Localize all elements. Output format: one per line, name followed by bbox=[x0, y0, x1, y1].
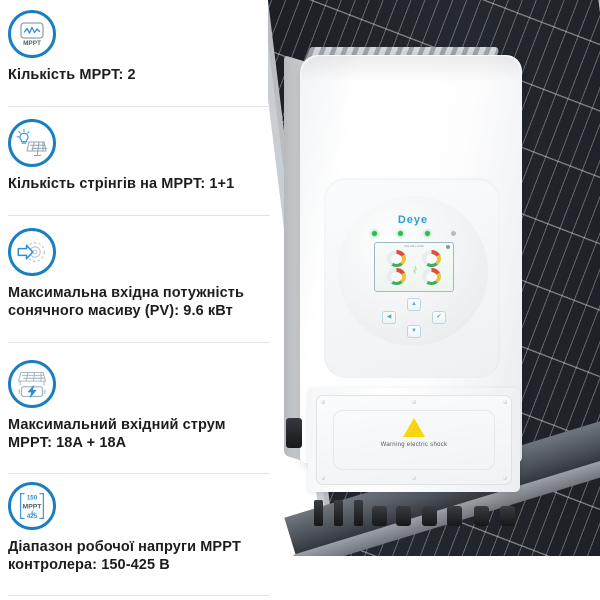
inverter-lcd-screen: SOLAR LOAD bbox=[374, 242, 454, 292]
cable-gland bbox=[372, 506, 387, 526]
spec-divider bbox=[8, 473, 270, 474]
lcd-flow-bolt-icon bbox=[410, 265, 420, 275]
cable-gland bbox=[474, 506, 489, 526]
cover-screw bbox=[412, 476, 416, 480]
keypad-up-glyph: ▲ bbox=[411, 301, 417, 307]
cover-screw bbox=[503, 400, 507, 404]
cable-gland bbox=[396, 506, 411, 526]
inverter-keypad: ▲ ▼ ◀ ✔ bbox=[372, 298, 456, 340]
spec-divider bbox=[8, 342, 270, 343]
cable-gland bbox=[334, 500, 343, 526]
warning-bolt-glyph: ⚡ bbox=[407, 424, 421, 436]
lcd-gauge bbox=[387, 250, 407, 267]
cover-screw bbox=[321, 476, 325, 480]
spec-divider bbox=[8, 215, 270, 216]
solar-panel-bulb-icon bbox=[8, 119, 56, 167]
spec-label: Діапазон робочої напруги MPPT контролера… bbox=[8, 539, 241, 573]
wiring-box-inner-outline bbox=[333, 410, 495, 470]
keypad-enter-button[interactable]: ✔ bbox=[432, 311, 446, 324]
solar-battery-bolt-icon bbox=[8, 360, 56, 408]
lcd-header-text: SOLAR LOAD bbox=[404, 245, 424, 248]
led-indicator bbox=[372, 231, 377, 236]
warning-label-text: Warning electric shock bbox=[380, 442, 448, 448]
spec-label: Максимальний вхідний струм MPPT: 18A + 1… bbox=[8, 417, 226, 451]
mppt-monitor-icon: MPPT bbox=[8, 10, 56, 58]
cable-gland bbox=[314, 500, 323, 526]
lcd-gauge bbox=[421, 268, 441, 285]
arrow-gear-input-icon bbox=[8, 228, 56, 276]
electric-shock-warning-icon bbox=[403, 418, 425, 437]
inverter-side-switch bbox=[286, 418, 302, 448]
cover-screw bbox=[503, 476, 507, 480]
led-indicator bbox=[398, 231, 404, 236]
cable-gland bbox=[447, 506, 462, 526]
product-photo: Deye SOLAR LOAD ▲ ▼ ◀ ✔ bbox=[268, 0, 600, 600]
wiring-box-cover: ⚡ Warning electric shock bbox=[316, 395, 512, 485]
spec-divider bbox=[8, 595, 270, 596]
lcd-gauge bbox=[421, 250, 441, 267]
deye-brand-logo: Deye bbox=[397, 214, 429, 226]
keypad-down-button[interactable]: ▼ bbox=[407, 325, 421, 338]
lcd-gauge bbox=[387, 268, 407, 285]
spec-divider bbox=[8, 106, 270, 107]
keypad-up-button[interactable]: ▲ bbox=[407, 298, 421, 311]
inverter-wiring-box: ⚡ Warning electric shock bbox=[308, 388, 520, 492]
icon-top-value-text: 150 bbox=[27, 494, 38, 501]
cable-gland bbox=[500, 506, 515, 526]
cover-screw bbox=[321, 400, 325, 404]
lcd-corner-dot bbox=[446, 245, 450, 249]
led-indicator bbox=[424, 231, 430, 236]
spec-item-mppt-count: MPPT Кількість MPPT: 2 bbox=[8, 10, 293, 85]
icon-bottom-value-text: 425 bbox=[27, 513, 38, 520]
svg-text:MPPT: MPPT bbox=[23, 40, 41, 47]
icon-mppt-text: MPPT bbox=[23, 504, 43, 511]
cable-gland bbox=[354, 500, 363, 526]
cable-gland bbox=[422, 506, 437, 526]
cover-screw bbox=[412, 400, 416, 404]
spec-label: Кількість стрінгів на MPPT: 1+1 bbox=[8, 176, 235, 192]
spec-item-max-input-current: Максимальний вхідний струм MPPT: 18A + 1… bbox=[8, 360, 293, 452]
status-led-row bbox=[372, 231, 456, 236]
photo-bottom-fade bbox=[268, 556, 600, 600]
led-indicator bbox=[450, 231, 456, 236]
spec-list: MPPT Кількість MPPT: 2 Кількість стрінгі… bbox=[8, 10, 293, 596]
cable-gland-row bbox=[314, 486, 524, 526]
spec-label: Кількість MPPT: 2 bbox=[8, 67, 136, 83]
keypad-left-glyph: ◀ bbox=[386, 314, 392, 320]
spec-label: Максимальна вхідна потужність сонячного … bbox=[8, 285, 245, 319]
keypad-left-button[interactable]: ◀ bbox=[382, 311, 396, 324]
spec-item-mppt-voltage-range: 150 MPPT 425 Діапазон робочої напруги MP… bbox=[8, 482, 293, 574]
keypad-down-glyph: ▼ bbox=[411, 328, 417, 334]
keypad-enter-glyph: ✔ bbox=[436, 314, 442, 320]
lcd-gauge-grid bbox=[375, 248, 453, 287]
spec-item-max-input-power: Максимальна вхідна потужність сонячного … bbox=[8, 228, 293, 320]
mppt-voltage-range-icon: 150 MPPT 425 bbox=[8, 482, 56, 530]
inverter-top-shading bbox=[302, 56, 520, 82]
spec-item-strings-per-mppt: Кількість стрінгів на MPPT: 1+1 bbox=[8, 119, 293, 194]
